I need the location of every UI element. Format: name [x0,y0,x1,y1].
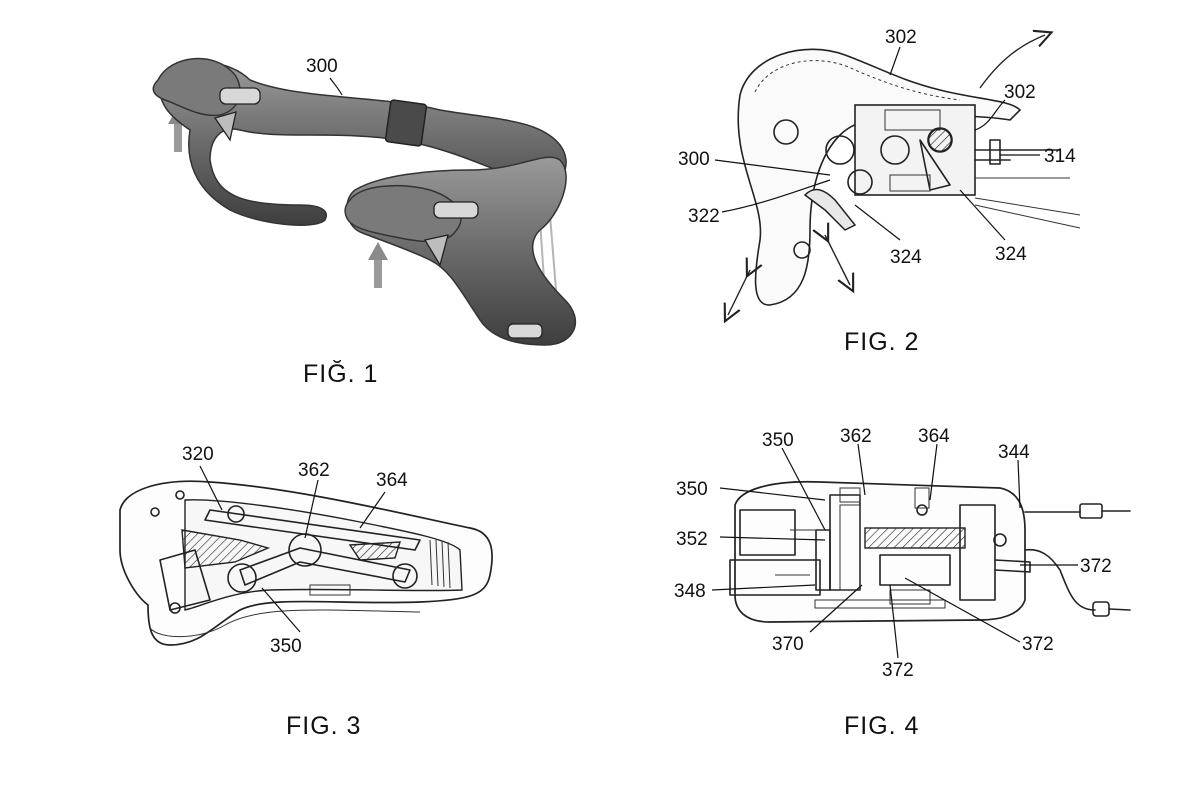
figure-2-drawing: 302 302 314 300 322 324 324 [678,27,1081,400]
leader-line [974,99,1006,131]
leader-line [959,189,1006,241]
figure-1: 300 FIĞ. 1 [0,0,600,400]
ref-320: 320 [182,444,214,465]
leader-line [929,443,938,501]
leader-line [359,491,386,529]
leader-line [714,159,831,176]
motion-arrow-icon [979,35,1045,89]
leader-line [809,584,863,633]
ref-370: 370 [772,634,804,655]
figure-1-drawing: 300 [152,56,576,346]
figure-4-drawing: 350 362 364 344 350 352 372 348 370 372 … [674,426,1131,681]
leader-line [889,584,899,659]
ref-322: 322 [688,206,720,227]
figure-2-caption: FIG. 2 [844,328,920,356]
figure-4: 350 362 364 344 350 352 372 348 370 372 … [600,400,1200,800]
ref-300: 300 [306,56,338,77]
figure-4-caption: FIG. 4 [844,712,920,740]
leader-line [304,479,319,539]
leader-line [329,77,343,96]
ref-302: 302 [885,27,917,48]
leader-line [904,577,1021,643]
ref-300: 300 [678,149,710,170]
ref-350: 350 [270,636,302,657]
leader-line [261,587,301,633]
ref-362: 362 [298,460,330,481]
leader-line [854,204,901,241]
leader-line [721,179,831,213]
ref-324: 324 [890,247,922,268]
ref-348: 348 [674,581,706,602]
leader-line [857,443,866,496]
ref-362: 362 [840,426,872,447]
figure-3: 320 362 364 350 FIG. 3 [0,400,600,800]
leader-line [199,465,223,511]
ref-324: 324 [995,244,1027,265]
lever-housing-section [119,480,493,646]
ref-350: 350 [762,430,794,451]
leader-line [1017,459,1021,509]
leader-line [781,447,826,531]
up-arrow-icon [368,242,388,288]
ref-372: 372 [1080,556,1112,577]
actuator-assembly-section [729,480,1131,623]
ref-372: 372 [1022,634,1054,655]
leader-line [889,46,901,76]
figure-3-drawing: 320 362 364 350 [119,444,493,657]
leader-line [711,584,816,591]
leader-line [719,487,826,501]
leader-line [719,536,826,541]
double-arrow-icon [728,270,750,315]
figure-1-caption: FIĞ. 1 [303,360,379,388]
ref-350: 350 [676,479,708,500]
ref-372: 372 [882,660,914,681]
ref-302: 302 [1004,82,1036,103]
ref-364: 364 [376,470,408,491]
figure-3-caption: FIG. 3 [286,712,362,740]
ref-352: 352 [676,529,708,550]
double-arrow-icon [825,235,850,285]
ref-314: 314 [1044,146,1076,167]
ref-364: 364 [918,426,950,447]
figure-2: 302 302 314 300 322 324 324 FIG. 2 [600,0,1200,400]
handlebar [152,57,576,346]
ref-344: 344 [998,442,1030,463]
